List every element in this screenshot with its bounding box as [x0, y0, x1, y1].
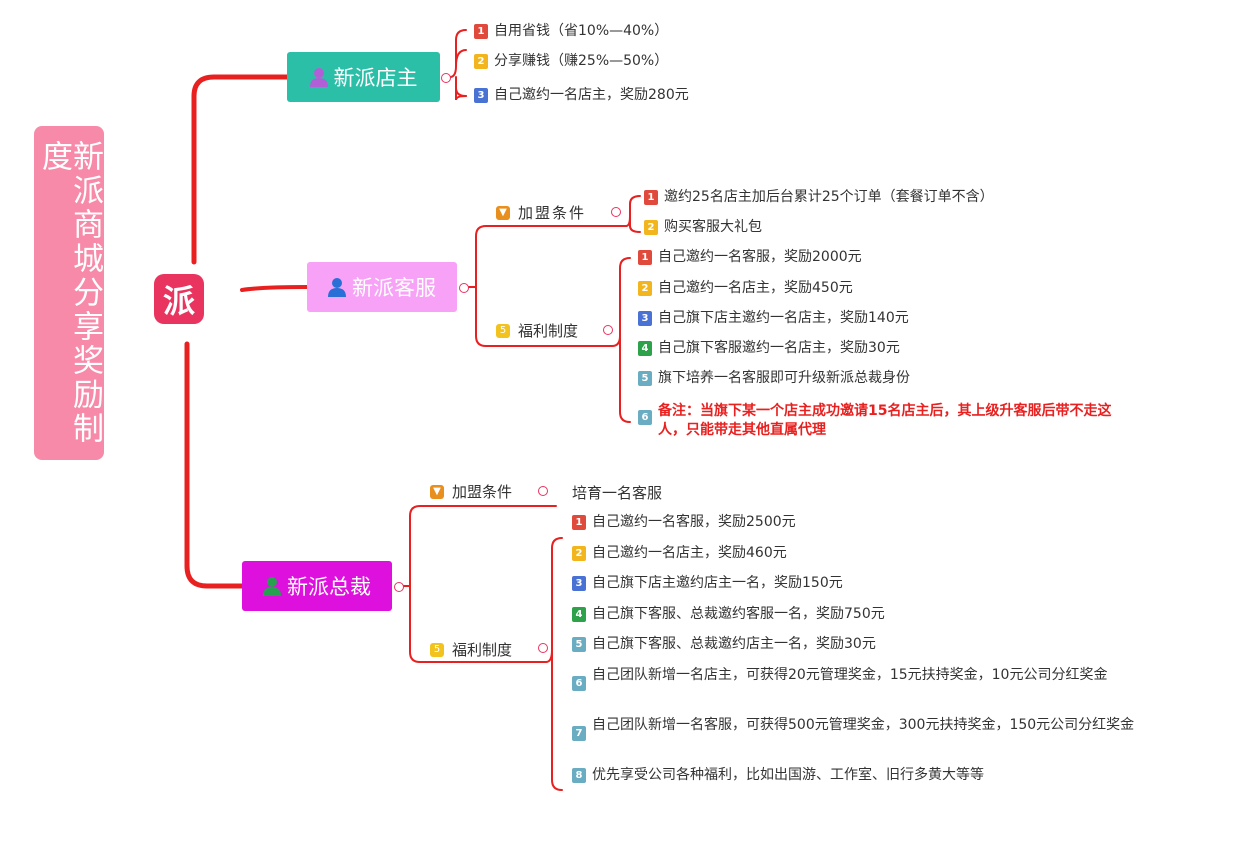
number-badge: 6: [638, 410, 652, 425]
medal-icon: 5: [496, 323, 510, 338]
node-title: 新派客服: [352, 276, 436, 300]
connector-dot: [459, 283, 469, 293]
node-title: 新派总裁: [287, 575, 371, 599]
connector-dot: [538, 486, 548, 496]
connector-dot: [611, 207, 621, 217]
list-item: 1 自用省钱（省10%—40%）: [474, 22, 668, 41]
connector-dot: [441, 73, 451, 83]
branch3-welfare-bracket: [545, 537, 563, 791]
list-item: 3 自己邀约一名店主，奖励280元: [474, 86, 689, 105]
number-badge: 8: [572, 768, 586, 783]
list-item: 4 自己旗下客服邀约一名店主，奖励30元: [638, 339, 900, 358]
number-badge: 1: [638, 250, 652, 265]
number-badge: 3: [474, 88, 488, 103]
subtopic-welfare[interactable]: 5 福利制度: [496, 320, 578, 341]
list-item: 5 自己旗下客服、总裁邀约店主一名，奖励30元: [572, 635, 876, 654]
number-badge: 2: [644, 220, 658, 235]
subtopic-join-conditions[interactable]: ▼ 加盟条件: [430, 481, 512, 502]
number-badge: 3: [638, 311, 652, 326]
number-badge: 7: [572, 726, 586, 741]
number-badge: 6: [572, 676, 586, 691]
list-item: 2 购买客服大礼包: [644, 218, 762, 237]
node-customer-service[interactable]: 新派客服: [307, 262, 457, 312]
person-icon: [328, 278, 346, 297]
number-badge: 5: [572, 637, 586, 652]
join-condition-text: 培育一名客服: [572, 484, 663, 502]
connector-dot: [538, 643, 548, 653]
list-item: 2 分享赚钱（赚25%—50%）: [474, 52, 668, 71]
number-badge: 4: [638, 341, 652, 356]
node-title: 新派店主: [333, 66, 418, 90]
number-badge: 3: [572, 576, 586, 591]
list-item: 2 自己邀约一名店主，奖励460元: [572, 544, 787, 563]
trunk-middle: [240, 285, 309, 292]
node-store-owner[interactable]: 新派店主: [287, 52, 440, 102]
branch2-split: [466, 225, 627, 288]
branch1-bracket: [449, 29, 467, 101]
person-icon: [309, 68, 328, 87]
number-badge: 4: [572, 607, 586, 622]
trunk-lower: [184, 341, 245, 589]
list-item: 7 自己团队新增一名客服，可获得500元管理奖金，300元扶持奖金，150元公司…: [572, 716, 1172, 741]
root-title-box: 新派商城分享奖励制度: [34, 126, 104, 460]
list-item: 4 自己旗下客服、总裁邀约客服一名，奖励750元: [572, 605, 885, 624]
flag-icon: ▼: [430, 484, 444, 499]
node-president[interactable]: 新派总裁: [242, 561, 392, 611]
list-item-note: 6 备注：当旗下某一个店主成功邀请15名店主后，其上级升客服后带不走这人，只能带…: [638, 402, 1138, 440]
list-item: 2 自己邀约一名店主，奖励450元: [638, 279, 853, 298]
person-icon: [263, 577, 281, 596]
number-badge: 2: [638, 281, 652, 296]
list-item: 1 邀约25名店主加后台累计25个订单（套餐订单不含）: [644, 188, 994, 207]
number-badge: 1: [572, 515, 586, 530]
number-badge: 2: [474, 54, 488, 69]
number-badge: 2: [572, 546, 586, 561]
branch2-join-bracket: [625, 195, 641, 233]
flag-icon: ▼: [496, 205, 510, 220]
medal-icon: 5: [430, 642, 444, 657]
trunk-upper: [191, 74, 290, 265]
branch3-split: [401, 505, 557, 587]
list-item: 8 优先享受公司各种福利，比如出国游、工作室、旧行多黄大等等: [572, 766, 984, 785]
list-item: 5 旗下培养一名客服即可升级新派总裁身份: [638, 369, 910, 388]
brand-logo: 派: [154, 274, 204, 324]
list-item: 3 自己旗下店主邀约店主一名，奖励150元: [572, 574, 843, 593]
subtopic-join-conditions[interactable]: ▼ 加盟条件: [496, 202, 586, 223]
root-title: 新派商城分享奖励制度: [36, 140, 103, 446]
number-badge: 1: [644, 190, 658, 205]
list-item: 1 自己邀约一名客服，奖励2500元: [572, 513, 796, 532]
list-item: 6 自己团队新增一名店主，可获得20元管理奖金，15元扶持奖金，10元公司分红奖…: [572, 666, 1172, 691]
connector-dot: [394, 582, 404, 592]
list-item: 1 自己邀约一名客服，奖励2000元: [638, 248, 862, 267]
number-badge: 5: [638, 371, 652, 386]
list-item: 3 自己旗下店主邀约一名店主，奖励140元: [638, 309, 909, 328]
branch2-welfare-bracket: [611, 257, 631, 423]
number-badge: 1: [474, 24, 488, 39]
connector-dot: [603, 325, 613, 335]
subtopic-welfare[interactable]: 5 福利制度: [430, 639, 512, 660]
